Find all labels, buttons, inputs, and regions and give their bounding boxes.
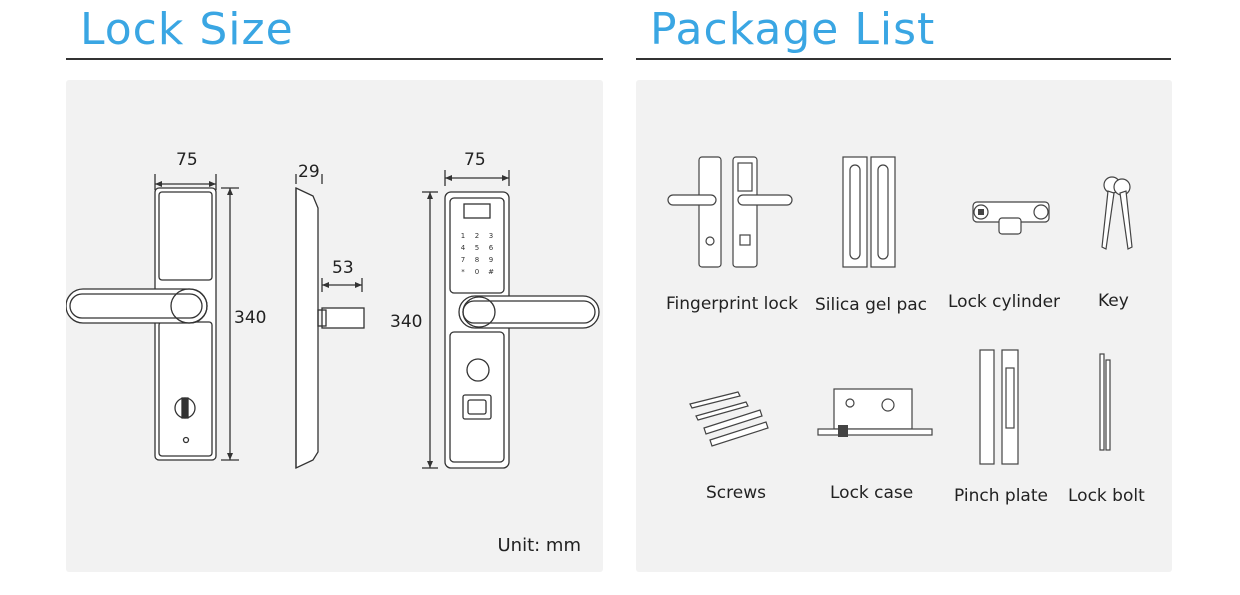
back-height-label: 340 [390,312,423,332]
package-item-lock-bolt [1096,352,1116,452]
keypad-key: 3 [489,232,493,240]
back-width-label: 75 [464,150,486,170]
package-label-lock-bolt: Lock bolt [1068,486,1145,506]
keypad-key: 6 [489,244,494,252]
package-label-pinch-plate: Pinch plate [954,486,1048,506]
fingerprint-lock-icon [667,156,793,268]
keypad-key: 0 [475,268,479,276]
keypad-keys: 1 2 3 4 5 6 7 8 9 * 0 # [461,232,494,276]
front-height-label: 340 [234,308,267,328]
package-label-lock-case: Lock case [830,483,914,503]
keypad-key: 9 [489,256,493,264]
lock-size-title: Lock Size [80,4,294,55]
keypad-key: 2 [475,232,479,240]
package-label-screws: Screws [706,483,766,503]
keypad-key: 1 [461,232,465,240]
lock-bolt-icon [1099,353,1111,451]
side-thickness-label: 29 [298,162,320,182]
package-label-fingerprint-lock: Fingerprint lock [666,296,798,313]
package-list-title: Package List [650,4,936,55]
lock-cylinder-icon [972,201,1050,235]
keypad-key: * [461,268,465,276]
package-item-fingerprint-lock [666,155,796,275]
package-list-divider [636,58,1171,60]
lock-size-divider [66,58,603,60]
package-item-screws [686,380,776,450]
package-item-lock-cylinder [969,190,1054,240]
back-view-drawing [444,191,600,469]
keypad-key: 8 [475,256,479,264]
screws-icon [689,391,769,447]
pinch-plate-icon [979,349,1019,465]
keypad-key: 5 [475,244,479,252]
package-label-silica-gel: Silica gel pac [814,297,928,314]
unit-label: Unit: mm [497,535,582,556]
backset-label: 53 [332,258,354,278]
lock-dimension-drawing: 1 2 3 4 5 6 7 8 9 * 0 # [66,170,600,470]
keypad-key: # [488,268,494,276]
package-item-silica-gel [841,155,901,270]
package-item-key [1094,175,1139,255]
silica-gel-pack-icon [842,156,896,268]
keypad-key: 7 [461,256,465,264]
side-view-drawing [295,186,365,470]
lock-size-panel: 1 2 3 4 5 6 7 8 9 * 0 # 75 29 53 340 75 340 Unit: m… [66,80,603,572]
package-list-panel: Fingerprint lock Silica gel pac Lock cyl… [636,80,1172,572]
front-width-label: 75 [176,150,198,170]
key-icon [1101,176,1133,250]
front-view-drawing [66,187,217,461]
lock-case-icon [817,388,933,437]
package-item-pinch-plate [978,348,1028,468]
package-item-lock-case [816,385,936,440]
package-label-lock-cylinder: Lock cylinder [948,292,1061,312]
package-label-key: Key [1098,291,1129,311]
keypad-key: 4 [461,244,466,252]
